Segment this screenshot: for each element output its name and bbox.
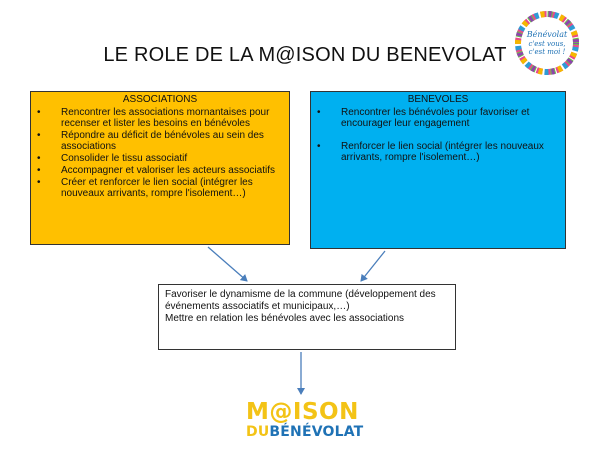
benevoles-header: BENEVOLES (407, 94, 469, 105)
list-item: Consolider le tissu associatif (35, 153, 285, 164)
arrow-benevoles-to-center (360, 250, 386, 282)
center-text-1: Favoriser le dynamisme de la commune (dé… (165, 289, 436, 312)
benevolat-badge-logo: Bénévolat c'est vous, c'est moi ! (515, 11, 579, 75)
arrow-associations-to-center (207, 246, 248, 282)
list-item: Accompagner et valoriser les acteurs ass… (35, 165, 285, 176)
badge-text-1: Bénévolat (526, 30, 568, 39)
badge-text-3: c'est moi ! (529, 48, 566, 56)
benevoles-list: Rencontrer les bénévoles pour favoriser … (315, 107, 561, 163)
center-box: Favoriser le dynamisme de la commune (dé… (158, 284, 456, 350)
associations-header: ASSOCIATIONS (122, 94, 198, 105)
center-text-2: Mettre en relation les bénévoles avec le… (165, 313, 405, 324)
list-item: Créer et renforcer le lien social (intég… (35, 177, 285, 199)
associations-list: Rencontrer les associations mornantaises… (35, 107, 285, 199)
list-item: Rencontrer les associations mornantaises… (35, 107, 285, 129)
page-title: LE ROLE DE LA M@ISON DU BENEVOLAT (103, 44, 507, 66)
list-item: Répondre au déficit de bénévoles au sein… (35, 130, 285, 152)
logo-benevolat-text: BÉNÉVOLAT (269, 424, 364, 440)
associations-box: ASSOCIATIONS Rencontrer les associations… (30, 91, 290, 245)
colored-hands-ring (515, 11, 579, 75)
benevoles-box: BENEVOLES Rencontrer les bénévoles pour … (310, 91, 566, 249)
logo-subtitle: DUBÉNÉVOLAT (246, 424, 363, 440)
list-item: Renforcer le lien social (intégrer les n… (315, 141, 561, 163)
badge-text-2: c'est vous, (528, 40, 565, 48)
logo-maison-text: M@ISON (246, 399, 359, 425)
maison-du-benevolat-logo: M@ISON DUBÉNÉVOLAT (246, 399, 363, 446)
logo-du-text: DU (246, 424, 270, 440)
list-item: Rencontrer les bénévoles pour favoriser … (315, 107, 561, 129)
